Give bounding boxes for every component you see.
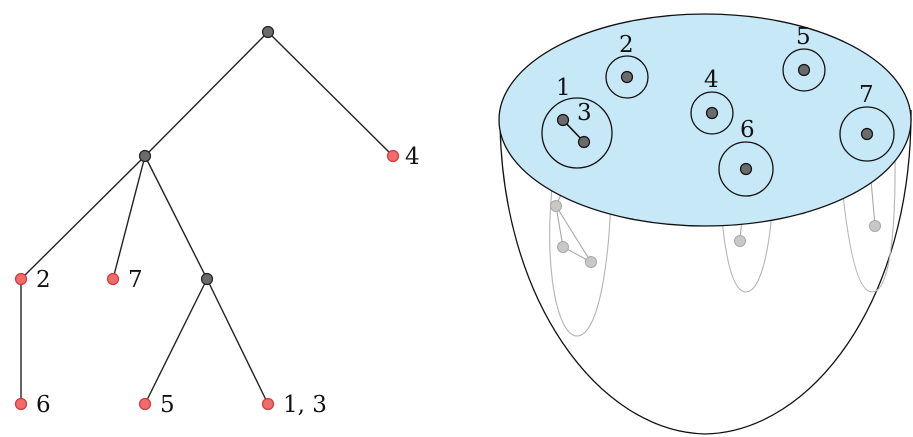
tree-internal-node-a [138,149,152,163]
ghost-node [734,235,746,247]
tree-edge-root-4 [267,31,394,157]
hierarchy-tree: 4 2 7 6 5 1, 3 [14,25,420,418]
ghost-loop-6 [719,184,774,293]
tree-root-node [261,25,275,39]
tree-edge-b-5 [144,278,208,405]
bowl-label-3: 3 [577,100,592,126]
ring-2 [605,55,649,99]
ghost-edge-a-b [555,205,564,248]
tree-edge-a-2 [20,155,146,280]
tree-leaf-2 [14,272,28,286]
ghost-node [869,220,881,232]
bowl-label-2: 2 [619,32,634,58]
ghost-node [585,256,597,268]
tree-internal-node-b [200,272,214,286]
surface-node-7 [860,127,874,141]
surface-node-6 [739,162,753,176]
bowl-label-6: 6 [740,117,755,143]
ring-7 [839,106,895,162]
bowl-label-5: 5 [796,24,811,50]
ghost-edge-a-c [555,205,592,263]
surface-node-1 [556,113,570,127]
ring-6 [718,141,774,197]
tree-leaf-7 [106,272,120,286]
tree-label-5: 5 [160,392,175,418]
tree-leaf-5 [138,397,152,411]
tree-edge-a-b [144,155,208,280]
tree-label-2: 2 [36,267,51,293]
tree-edge-b-13 [206,278,269,405]
tree-leaf-1-3 [261,397,275,411]
ghost-loop-1-3 [549,149,612,337]
tree-label-7: 7 [128,267,143,293]
hyperbolic-bowl: 1 3 2 4 5 6 7 [498,13,912,435]
tree-label-6: 6 [36,392,51,418]
ghost-loop-7 [838,149,896,293]
tree-label-4: 4 [405,144,420,170]
tree-edge-root-a [144,31,269,157]
ring-4 [690,91,734,135]
ring-1-3 [541,97,613,169]
bowl-label-4: 4 [704,67,719,93]
tree-leaf-6 [14,397,28,411]
ghost-node [550,200,562,212]
bowl-label-7: 7 [859,82,874,108]
bowl-label-1: 1 [556,75,571,101]
tree-leaf-4 [386,149,400,163]
ring-5 [782,48,826,92]
ghost-node [557,241,569,253]
tree-label-1-3: 1, 3 [283,392,327,418]
surface-node-5 [797,63,811,77]
surface-node-3 [577,135,591,149]
tree-edge-a-7 [112,155,146,280]
surface-node-2 [620,70,634,84]
surface-node-4 [705,106,719,120]
